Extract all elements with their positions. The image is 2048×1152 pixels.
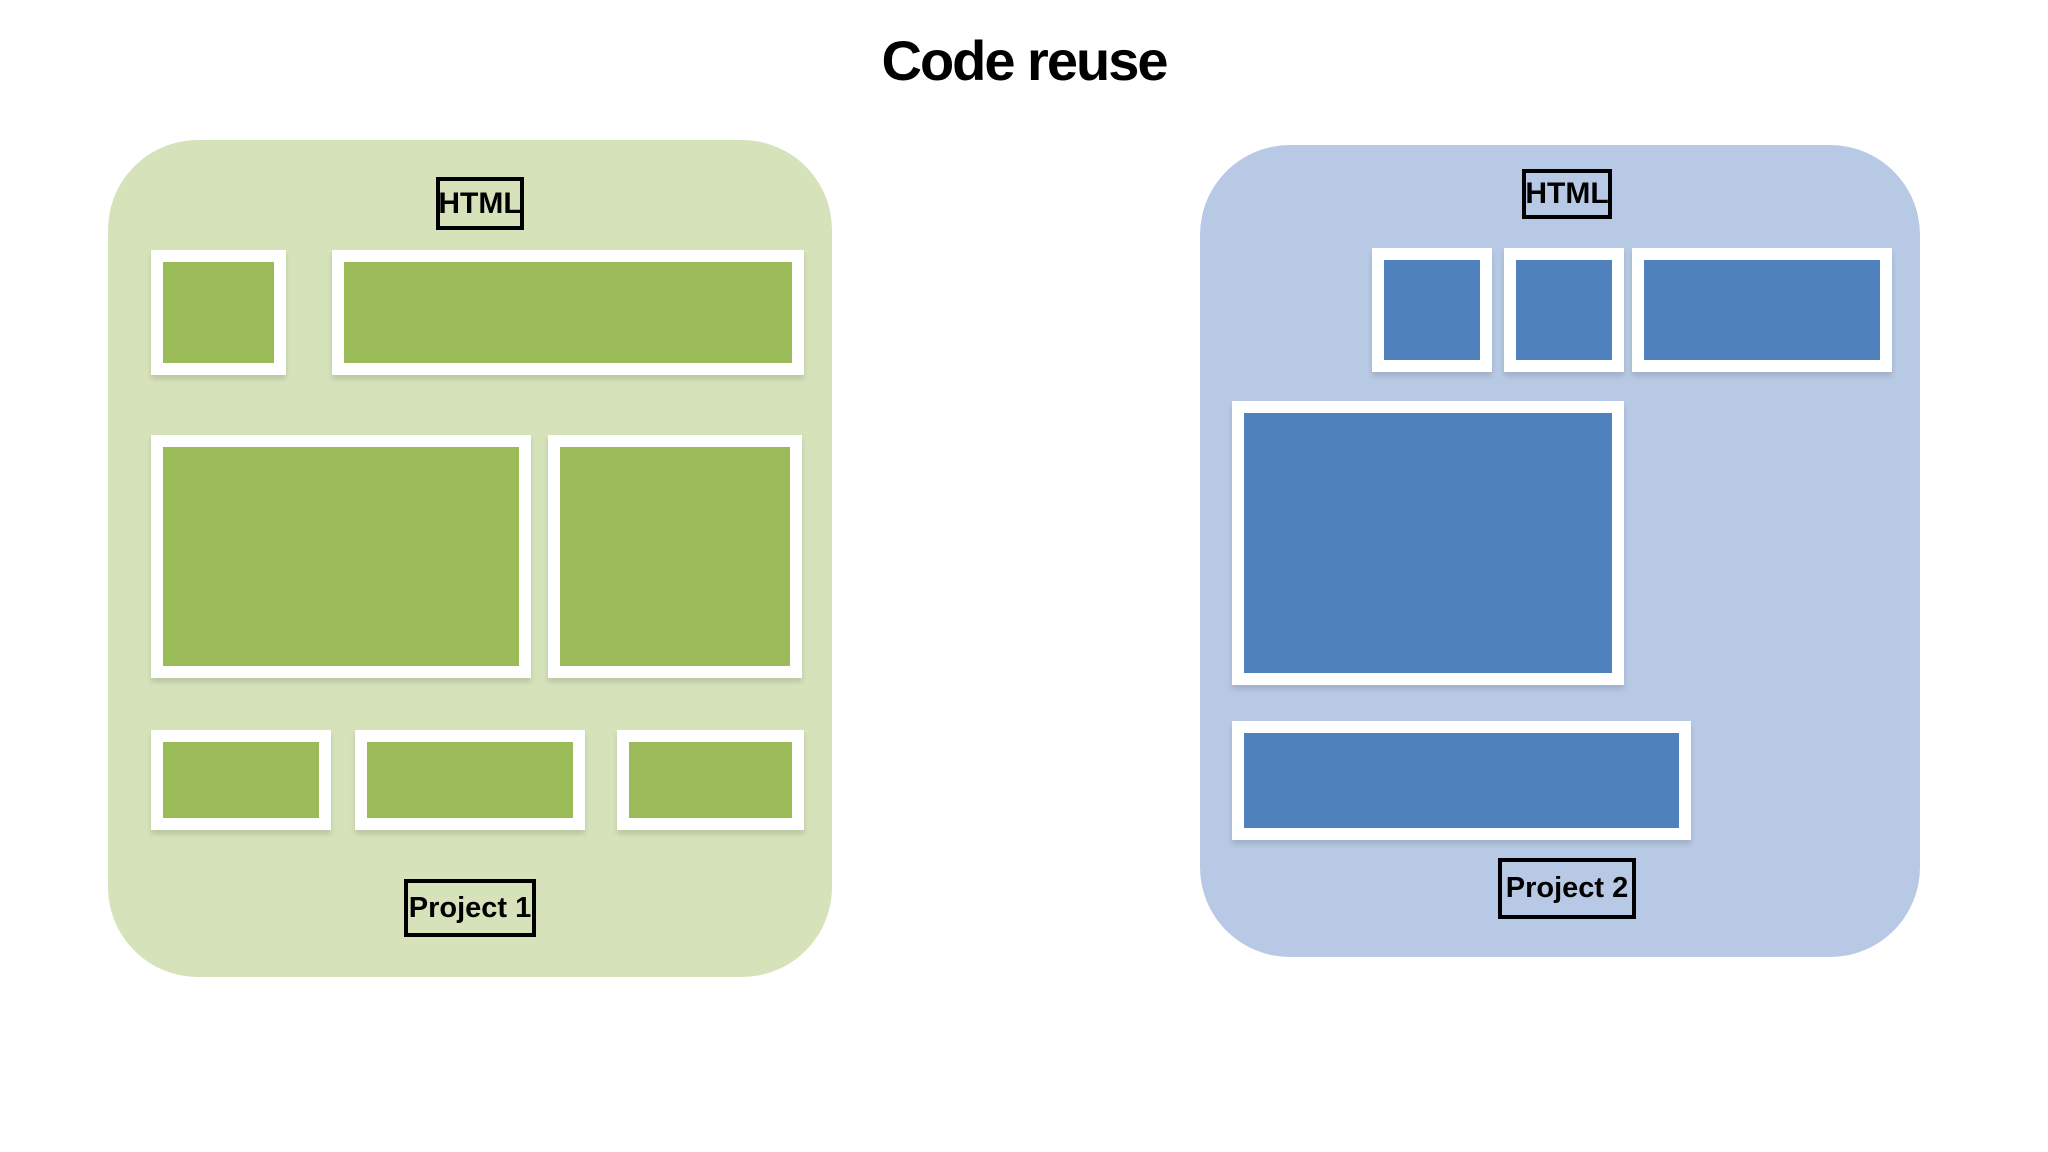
p1-block-r3c1	[151, 730, 331, 830]
p1-block-r3c3	[617, 730, 804, 830]
project2-panel: HTML Project 2	[1200, 145, 1920, 957]
p2-block-r1c1	[1372, 248, 1492, 372]
p1-block-r2c2	[548, 435, 802, 678]
project1-name-tag: Project 1	[404, 879, 536, 937]
p2-block-bottom	[1232, 721, 1691, 840]
p2-block-main	[1232, 401, 1624, 685]
p2-block-r1c3	[1632, 248, 1892, 372]
project2-html-tag: HTML	[1522, 169, 1612, 219]
project1-panel: HTML Project 1	[108, 140, 832, 977]
project1-html-tag: HTML	[436, 177, 524, 230]
p2-block-r1c2	[1504, 248, 1624, 372]
project2-name-tag: Project 2	[1498, 858, 1636, 919]
p1-block-r2c1	[151, 435, 531, 678]
p1-block-r1c2	[332, 250, 804, 375]
p1-block-r3c2	[355, 730, 585, 830]
p1-block-r1c1	[151, 250, 286, 375]
page-title: Code reuse	[881, 29, 1169, 92]
